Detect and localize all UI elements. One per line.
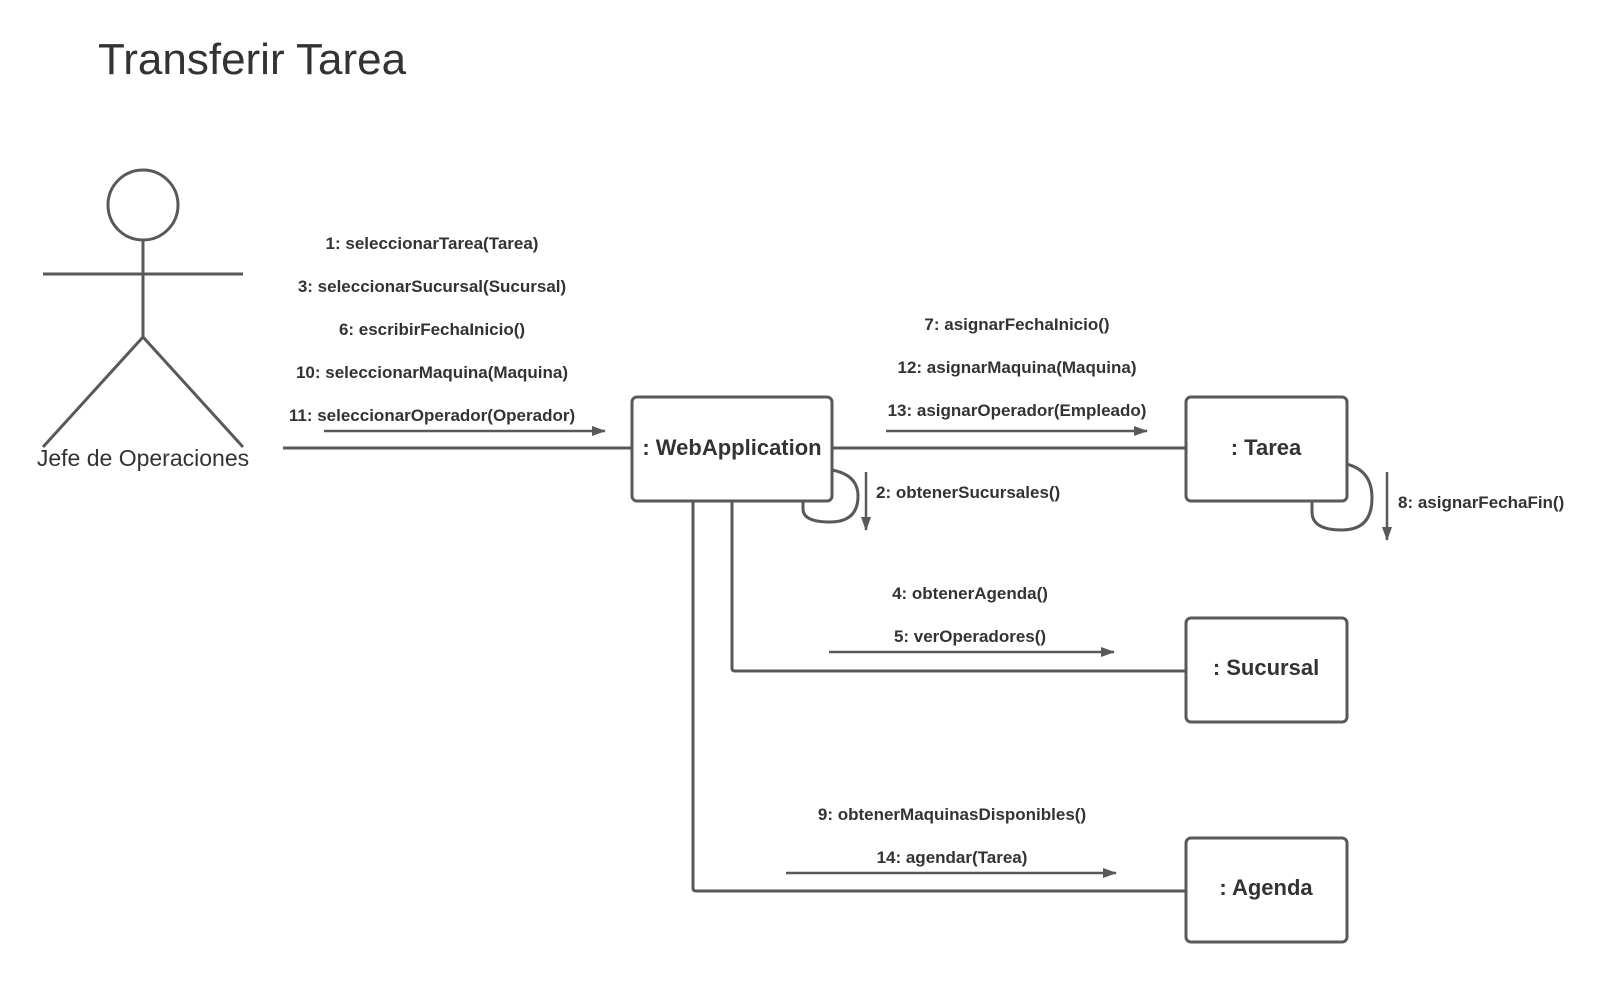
object-agenda[interactable]: : Agenda	[1184, 836, 1349, 944]
object-tarea[interactable]: : Tarea	[1184, 395, 1349, 503]
message-label: 1: seleccionarTarea(Tarea)	[326, 234, 539, 253]
link-webapp-agenda	[691, 502, 1186, 893]
object-sucursal[interactable]: : Sucursal	[1184, 616, 1349, 724]
actor-label: Jefe de Operaciones	[37, 445, 249, 471]
object-webapplication-label: : WebApplication	[642, 435, 821, 460]
message-label: 8: asignarFechaFin()	[1398, 493, 1564, 512]
message-label: 14: agendar(Tarea)	[877, 848, 1028, 867]
self-loop-tarea	[1310, 462, 1374, 532]
message-label: 10: seleccionarMaquina(Maquina)	[296, 363, 568, 382]
diagram-title: Transferir Tarea	[98, 35, 407, 84]
object-agenda-label: : Agenda	[1219, 875, 1313, 900]
object-sucursal-label: : Sucursal	[1213, 655, 1319, 680]
message-label: 7: asignarFechaInicio()	[924, 315, 1109, 334]
message-label: 4: obtenerAgenda()	[892, 584, 1048, 603]
object-tarea-label: : Tarea	[1231, 435, 1302, 460]
message-label: 12: asignarMaquina(Maquina)	[898, 358, 1137, 377]
self-loop-webapp	[801, 468, 860, 524]
message-label: 13: asignarOperador(Empleado)	[888, 401, 1147, 420]
message-label: 2: obtenerSucursales()	[876, 483, 1060, 502]
message-label: 6: escribirFechaInicio()	[339, 320, 525, 339]
message-label: 3: seleccionarSucursal(Sucursal)	[298, 277, 566, 296]
message-label: 5: verOperadores()	[894, 627, 1046, 646]
object-webapplication[interactable]: : WebApplication	[630, 395, 834, 503]
message-label: 9: obtenerMaquinasDisponibles()	[818, 805, 1086, 824]
link-webapp-sucursal	[730, 502, 1186, 673]
message-label: 11: seleccionarOperador(Operador)	[289, 406, 575, 425]
actor-stick-figure-icon	[41, 168, 245, 449]
